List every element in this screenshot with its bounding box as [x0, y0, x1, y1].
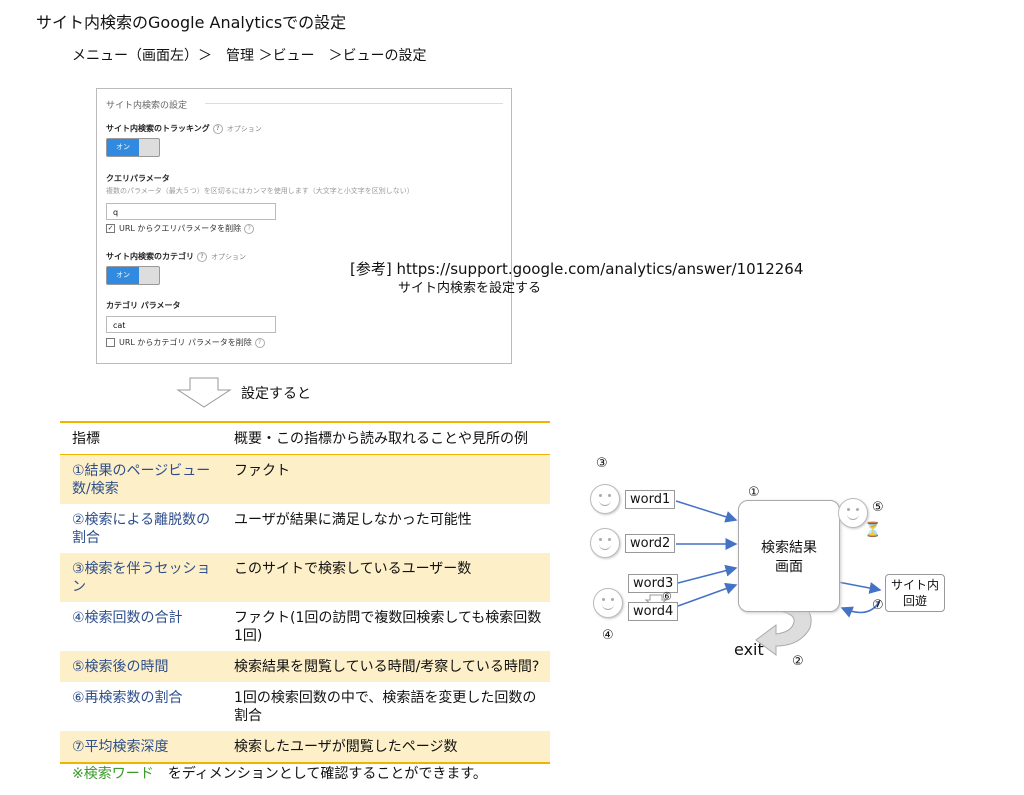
metric-name: ⑤検索後の時間 [72, 659, 169, 675]
category-toggle[interactable]: オン [106, 266, 160, 285]
site-search-settings-panel: サイト内検索の設定 サイト内検索のトラッキング?オプション オン クエリパラメー… [96, 88, 512, 364]
checkbox-checked-icon[interactable]: ✓ [106, 224, 115, 233]
metric-name: ①結果のページビュー数/検索 [72, 463, 211, 497]
help-icon[interactable]: ? [197, 251, 207, 262]
table-row: ②検索による離脱数の割合 ユーザが結果に満足しなかった可能性 [60, 504, 550, 553]
panel-divider [205, 103, 503, 104]
reference-link[interactable]: [参考] https://support.google.com/analytic… [350, 260, 804, 278]
help-icon[interactable]: ? [212, 123, 223, 134]
marker-4: ④ [602, 628, 614, 643]
page-title: サイト内検索のGoogle Analyticsでの設定 [36, 13, 347, 32]
user-face-icon [590, 528, 620, 558]
metric-name: ⑥再検索数の割合 [72, 690, 183, 706]
help-icon[interactable]: ? [244, 223, 255, 234]
result-label-2: 画面 [775, 559, 803, 575]
user-face-icon [590, 484, 620, 514]
table-row: ⑥再検索数の割合 1回の検索回数の中で、検索語を変更した回数の割合 [60, 682, 550, 731]
strip-query-checkbox[interactable]: ✓URL からクエリパラメータを削除? [106, 223, 255, 234]
marker-5: ⑤ [872, 500, 884, 515]
help-icon[interactable]: ? [254, 337, 265, 348]
down-arrow-icon [176, 377, 232, 408]
metric-name: ④検索回数の合計 [72, 610, 183, 626]
metric-summary: このサイトで検索しているユーザー数 [234, 561, 472, 577]
user-face-icon [593, 588, 623, 618]
marker-1: ① [748, 485, 760, 500]
panel-heading: サイト内検索の設定 [106, 101, 188, 111]
table-header-row: 指標 概要・この指標から読み取れることや見所の例 [60, 423, 550, 455]
marker-3: ③ [596, 456, 608, 471]
metric-name: ⑦平均検索深度 [72, 739, 169, 755]
hourglass-icon: ⏳ [864, 522, 882, 538]
search-flow-diagram: ③ word1 word2 word3 word4 ⑥ ④ ① 検索結果 画面 … [580, 450, 960, 680]
metrics-table: 指標 概要・この指標から読み取れることや見所の例 ①結果のページビュー数/検索 … [60, 421, 550, 764]
metric-summary: ファクト [234, 463, 290, 479]
query-param-input[interactable]: q [106, 203, 276, 220]
marker-6: ⑥ [662, 590, 672, 603]
query-param-hint: 複数のパラメータ（最大５つ）を区切るにはカンマを使用します（大文字と小文字を区別… [106, 187, 414, 195]
header-metric: 指標 [72, 431, 100, 447]
table-row: ③検索を伴うセッション このサイトで検索しているユーザー数 [60, 553, 550, 602]
menu-path: メニュー（画面左）＞ 管理 ＞ビュー ＞ビューの設定 [72, 48, 427, 64]
category-label: サイト内検索のカテゴリ?オプション [106, 251, 246, 262]
checkbox-unchecked-icon[interactable] [106, 338, 115, 347]
after-setting-label: 設定すると [241, 386, 311, 402]
table-row: ④検索回数の合計 ファクト(1回の訪問で複数回検索しても検索回数1回) [60, 602, 550, 651]
exit-arrow-icon [755, 597, 812, 656]
metric-name: ②検索による離脱数の割合 [72, 512, 211, 546]
strip-category-checkbox[interactable]: URL からカテゴリ パラメータを削除? [106, 337, 265, 348]
query-param-label: クエリパラメータ [106, 174, 170, 183]
arrow-word1 [675, 500, 738, 523]
metric-summary: 検索したユーザが閲覧したページ数 [234, 739, 458, 755]
arrow-return [840, 599, 881, 618]
table-row: ⑤検索後の時間 検索結果を閲覧している時間/考察している時間? [60, 651, 550, 682]
exit-label: exit [734, 640, 764, 659]
metric-name: ③検索を伴うセッション [72, 561, 211, 595]
result-label-1: 検索結果 [761, 540, 817, 556]
tracking-label: サイト内検索のトラッキング?オプション [106, 123, 262, 134]
word2-box: word2 [625, 534, 676, 553]
word1-box: word1 [625, 490, 676, 509]
metric-summary: ファクト(1回の訪問で複数回検索しても検索回数1回) [234, 610, 542, 644]
search-result-screen: 検索結果 画面 [738, 500, 840, 612]
dimension-note: ※検索ワード をディメンションとして確認することができます。 [72, 766, 487, 782]
tracking-toggle[interactable]: オン [106, 138, 160, 157]
table-row: ⑦平均検索深度 検索したユーザが閲覧したページ数 [60, 731, 550, 762]
header-summary: 概要・この指標から読み取れることや見所の例 [234, 431, 528, 447]
arrow-to-site [837, 581, 882, 594]
metric-summary: ユーザが結果に満足しなかった可能性 [234, 512, 472, 528]
metric-summary: 検索結果を閲覧している時間/考察している時間? [234, 659, 540, 675]
arrow-word3 [677, 564, 738, 584]
category-param-input[interactable]: cat [106, 316, 276, 333]
metric-summary: 1回の検索回数の中で、検索語を変更した回数の割合 [234, 690, 537, 724]
arrow-word4 [677, 582, 738, 607]
reference-caption: サイト内検索を設定する [398, 281, 542, 296]
user-face-icon [838, 498, 868, 528]
site-browsing-box: サイト内 回遊 [885, 574, 945, 612]
word4-box: word4 [628, 602, 679, 621]
table-row: ①結果のページビュー数/検索 ファクト [60, 455, 550, 504]
word3-box: word3 [628, 574, 679, 593]
marker-2: ② [792, 654, 804, 669]
category-param-label: カテゴリ パラメータ [106, 301, 181, 310]
marker-7: ⑦ [872, 598, 884, 613]
